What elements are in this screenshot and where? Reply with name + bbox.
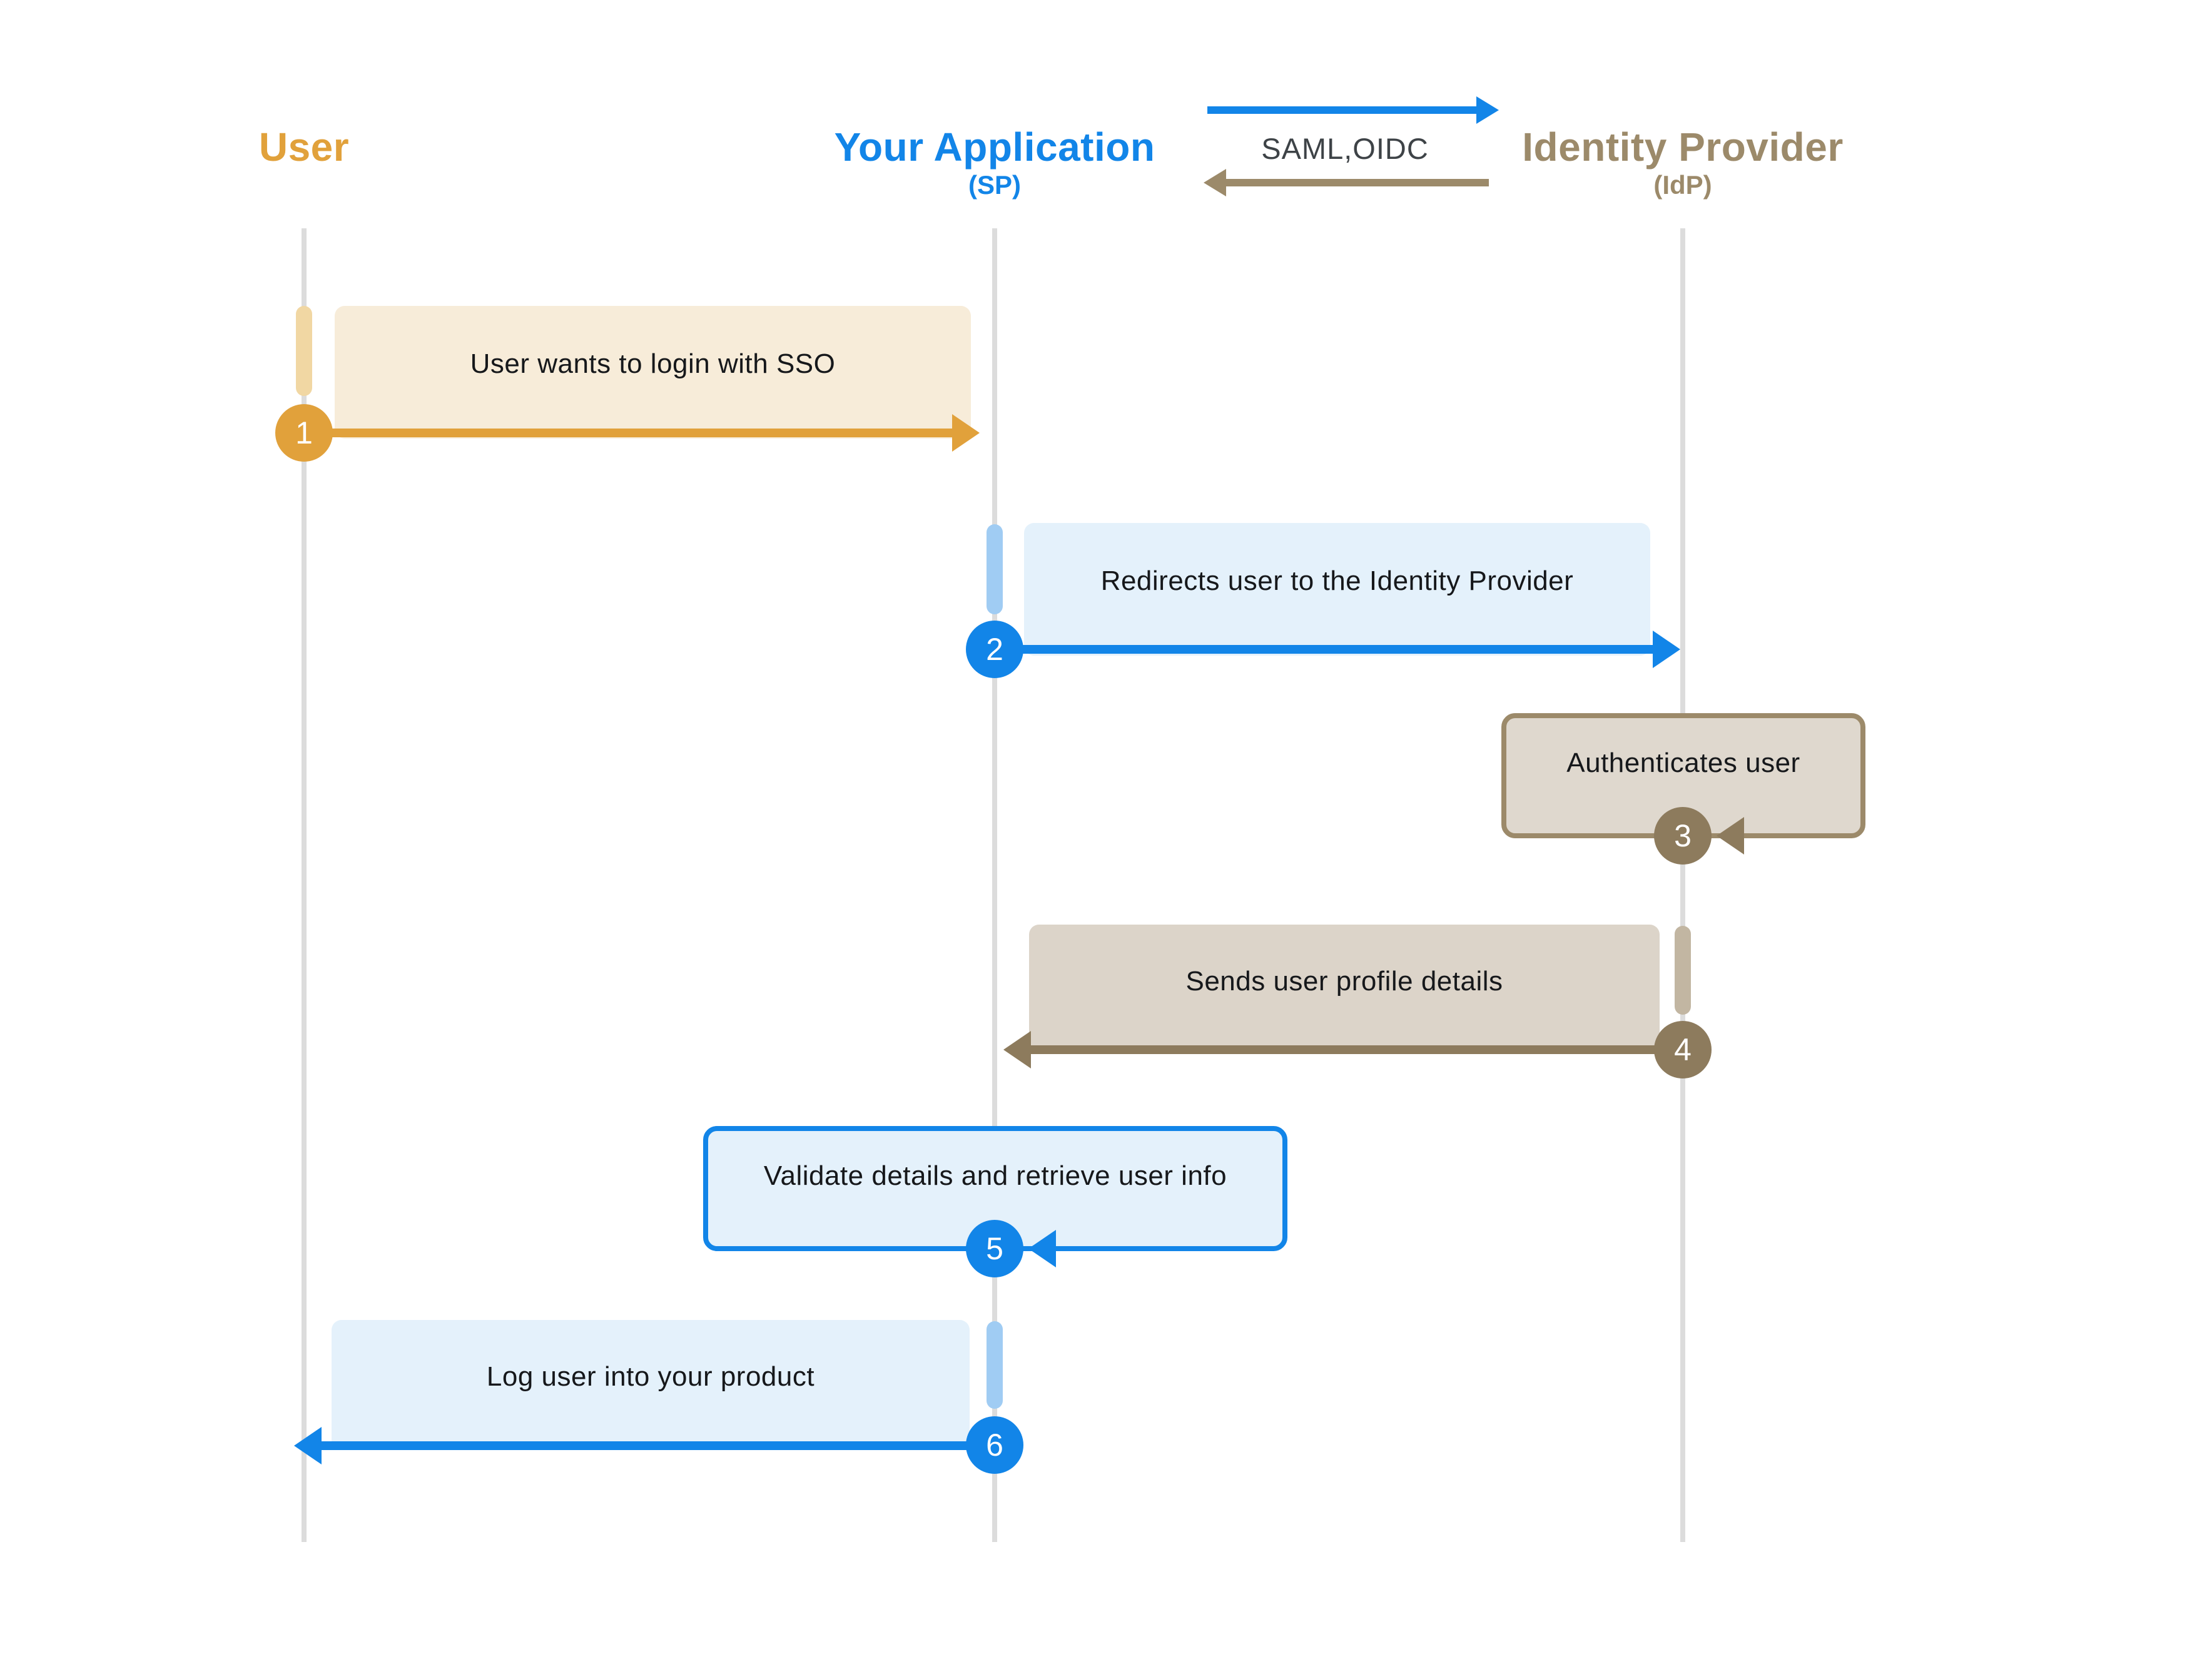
arrowhead-left-step-3-icon [1717, 817, 1744, 855]
activation-bar-user [296, 306, 312, 396]
step-number-3: 3 [1654, 807, 1712, 865]
step-number-4-label: 4 [1674, 1032, 1692, 1067]
actor-name-idp: Identity Provider [1522, 124, 1844, 170]
step-number-1-label: 1 [295, 415, 313, 450]
actor-header-user: User [116, 125, 492, 169]
step-number-2: 2 [966, 621, 1023, 678]
step-number-3-label: 3 [1674, 818, 1692, 853]
message-arrow-step-1 [304, 429, 952, 437]
message-box-step-2: Redirects user to the Identity Provider [1024, 523, 1650, 656]
message-text-step-5: Validate details and retrieve user info [763, 1160, 1227, 1191]
legend-request-arrow-line [1207, 106, 1476, 114]
legend-response-arrow-line [1226, 179, 1489, 186]
message-text-step-1: User wants to login with SSO [470, 348, 836, 379]
activation-bar-idp [1675, 926, 1691, 1015]
step-number-1: 1 [275, 404, 333, 462]
message-text-step-2: Redirects user to the Identity Provider [1100, 566, 1574, 596]
lifeline-idp [1680, 228, 1685, 1542]
actor-subtitle-application: (SP) [968, 170, 1021, 200]
message-text-step-6: Log user into your product [486, 1361, 815, 1392]
actor-name-user: User [258, 124, 350, 170]
step-number-6-label: 6 [986, 1428, 1003, 1463]
step-number-2-label: 2 [986, 632, 1003, 667]
message-box-step-6: Log user into your product [332, 1320, 970, 1450]
step-number-5-label: 5 [986, 1231, 1003, 1266]
actor-header-application: Your Application (SP) [807, 125, 1182, 200]
message-text-step-3: Authenticates user [1566, 748, 1800, 778]
message-arrow-step-2 [995, 645, 1653, 654]
message-box-step-4: Sends user profile details [1029, 925, 1660, 1054]
arrowhead-left-step-5-icon [1028, 1230, 1056, 1267]
arrowhead-right-step-1-icon [952, 414, 980, 452]
lifeline-application [992, 228, 997, 1542]
arrowhead-left-step-6-icon [294, 1427, 322, 1464]
step-number-5: 5 [966, 1220, 1023, 1277]
message-arrow-step-4 [1031, 1045, 1683, 1054]
arrowhead-left-step-4-icon [1003, 1031, 1031, 1068]
step-number-6: 6 [966, 1416, 1023, 1474]
lifeline-user [302, 228, 307, 1542]
message-box-step-1: User wants to login with SSO [335, 306, 971, 439]
actor-header-idp: Identity Provider (IdP) [1495, 125, 1870, 200]
activation-bar-application-2 [987, 1321, 1003, 1409]
activation-bar-application-1 [987, 524, 1003, 614]
message-arrow-step-6 [322, 1441, 995, 1450]
legend-arrow-right-icon [1476, 96, 1499, 124]
message-text-step-4: Sends user profile details [1185, 965, 1503, 997]
actor-name-application: Your Application [834, 124, 1155, 170]
arrowhead-right-step-2-icon [1653, 631, 1680, 668]
actor-subtitle-idp: (IdP) [1653, 170, 1712, 200]
step-number-4: 4 [1654, 1021, 1712, 1078]
legend-arrow-left-icon [1204, 169, 1226, 196]
legend-protocol-label: SAML,OIDC [1261, 132, 1429, 165]
